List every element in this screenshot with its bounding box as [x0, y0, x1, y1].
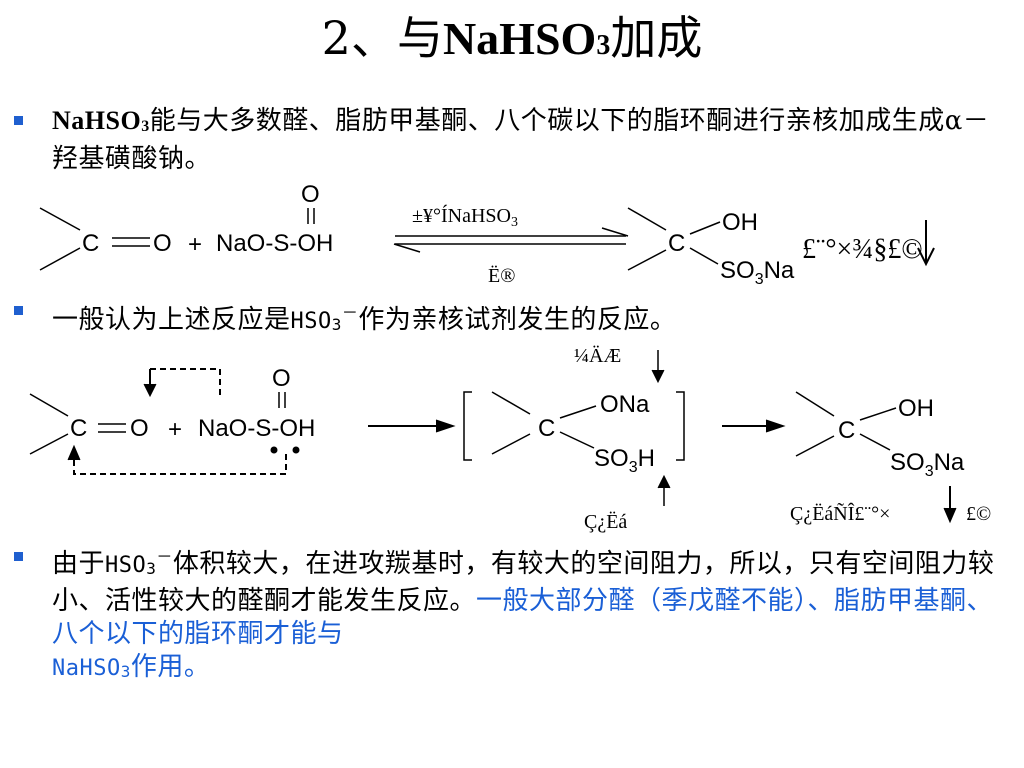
eq1-arrow-top-text: ±¥°ÍNaHSO: [412, 204, 511, 227]
eq1-plus: +: [188, 231, 202, 258]
eq2-so3-sub: 3: [925, 463, 934, 480]
eq2-so3: SO: [890, 449, 925, 476]
para3-highlight-formula-sub: 3: [120, 662, 131, 681]
title-prefix: 2、与: [321, 11, 443, 65]
eq2-product-c: C: [838, 417, 855, 444]
paragraph-2: 一般认为上述反应是HSO3－作为亲核试剂发生的反应。: [52, 296, 1007, 341]
eq1-right-note: £¨°×¾§£©: [802, 234, 923, 265]
para2-hso-main: HSO: [290, 309, 332, 334]
para3-text-2: 体积较大，在进攻羰基时，有较大的空间阻力，所以，只有空间阻力较小、活性较大的醛酮…: [52, 549, 995, 616]
eq2-reagent: NaO-S-OH: [198, 415, 315, 442]
para1-text: 能与大多数醛、脂肪甲基酮、八个碳以下的脂环酮进行亲核加成生成α－羟基磺酸钠。: [52, 106, 990, 174]
eq1-reagent: NaO-S-OH: [216, 230, 333, 257]
eq2-na: Na: [934, 449, 965, 476]
bullet-1: [14, 116, 23, 125]
para3-highlight-formula: NaHSO3: [52, 656, 131, 681]
title-formula-sub: 3: [596, 30, 611, 61]
para3-highlight-end: 作用。: [130, 652, 211, 682]
eq2-mid-ona: ONa: [600, 391, 650, 418]
para2-hso-sub: 3: [331, 315, 342, 334]
eq2-right-note: £©: [966, 503, 991, 525]
para2-hso: HSO3－: [290, 303, 359, 334]
eq2-mid-so3h: SO3H: [594, 445, 655, 476]
para2-text-2: 作为亲核试剂发生的反应。: [358, 305, 677, 335]
eq2-mid-so3-sub: 3: [629, 459, 638, 476]
eq1-so3-sub: 3: [755, 271, 764, 288]
bullet-3: [14, 552, 23, 561]
eq1-product-oh: OH: [722, 209, 758, 236]
para3-hso: HSO3－: [105, 547, 173, 578]
eq2-top-label: ¼ÄÆ: [574, 344, 621, 367]
eq2-mid-c: C: [538, 415, 555, 442]
eq1-product-c: C: [668, 230, 685, 257]
eq1-reagent-top-o: O: [301, 181, 320, 208]
paragraph-3: 由于HSO3－体积较大，在进攻羰基时，有较大的空间阻力，所以，只有空间阻力较小、…: [52, 540, 1007, 688]
para3-hso-sup: －: [156, 547, 173, 566]
para1-formula: NaHSO3: [52, 106, 150, 135]
eq1-so3: SO: [720, 257, 755, 284]
title-suffix: 加成: [610, 11, 703, 65]
para3-highlight-formula-main: NaHSO: [52, 656, 121, 681]
reaction-equation-2: ¼ÄÆ C O + NaO-S-OH O C ONa SO3H Ç¿Ëá C O…: [29, 344, 991, 533]
eq2-plus: +: [168, 416, 182, 443]
eq1-product-so3na: SO3Na: [720, 257, 795, 288]
eq2-bottom-label: Ç¿Ëá: [584, 510, 627, 533]
eq1-na: Na: [764, 257, 795, 284]
title-formula-main: NaHSO: [442, 13, 597, 64]
eq2-product-so3na: SO3Na: [890, 449, 965, 480]
eq1-arrow-bottom-label: Ë®: [488, 264, 515, 287]
para1-formula-sub: 3: [141, 118, 150, 135]
bullet-2: [14, 306, 23, 315]
eq2-carbonyl-c: C: [70, 415, 87, 442]
eq1-arrow-top-label: ±¥°ÍNaHSO3: [412, 204, 518, 230]
eq1-arrow-top-sub: 3: [511, 215, 518, 230]
eq1-carbonyl-o: O: [153, 230, 172, 257]
eq2-product-label: Ç¿ËáÑÎ£¨°×: [790, 501, 890, 525]
para3-text-1: 由于: [52, 549, 106, 579]
eq2-product-oh: OH: [898, 395, 934, 422]
para1-formula-main: NaHSO: [52, 106, 142, 135]
eq2-mid-so3: SO: [594, 445, 629, 472]
eq2-reagent-top-o: O: [272, 365, 291, 392]
reaction-equation-1: C O + NaO-S-OH O ±¥°ÍNaHSO3 Ë® C OH SO3N…: [39, 181, 935, 288]
para2-text-1: 一般认为上述反应是: [52, 305, 291, 335]
para3-hso-main: HSO: [105, 553, 147, 578]
para2-hso-sup: －: [341, 303, 359, 322]
para3-highlight: 一般大部分醛（季戊醛不能）、脂肪甲基酮、八个以下的脂环酮才能与: [52, 586, 994, 649]
title-formula: NaHSO3: [443, 13, 610, 64]
page-title: 2、与NaHSO3加成: [0, 8, 1024, 76]
paragraph-1: NaHSO3能与大多数醛、脂肪甲基酮、八个碳以下的脂环酮进行亲核加成生成α－羟基…: [52, 104, 1007, 176]
eq2-carbonyl-o: O: [130, 415, 149, 442]
eq1-carbonyl-c: C: [82, 230, 99, 257]
eq2-mid-h: H: [638, 445, 655, 472]
para3-hso-sub: 3: [146, 559, 157, 578]
